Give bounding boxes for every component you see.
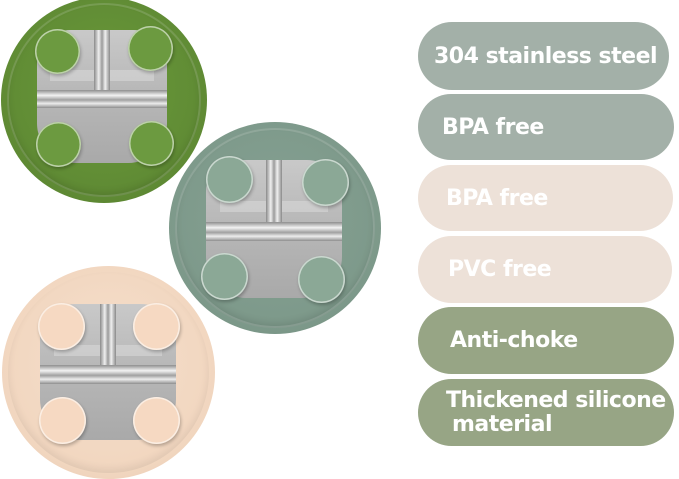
suction-foot xyxy=(201,253,248,300)
suction-foot xyxy=(206,156,253,203)
feature-pill-bpa-free-2: BPA free xyxy=(418,165,673,231)
product-plate-green xyxy=(1,0,207,203)
feature-pill-bpa-free: BPA free xyxy=(418,94,674,160)
feature-label: BPA free xyxy=(442,114,544,140)
feature-pill-pvc-free: PVC free xyxy=(418,236,672,303)
suction-foot xyxy=(39,397,86,444)
feature-label: Anti-choke xyxy=(450,328,578,353)
product-plate-sage xyxy=(169,122,381,334)
suction-foot xyxy=(298,256,345,303)
feature-pill-stainless-steel: 304 stainless steel xyxy=(418,22,669,90)
suction-foot xyxy=(36,122,81,167)
feature-pill-thickened-silicone: Thickened silicone material xyxy=(418,379,674,446)
suction-foot xyxy=(133,303,180,350)
feature-label: PVC free xyxy=(448,257,552,282)
feature-label: 304 stainless steel xyxy=(434,43,658,69)
suction-foot xyxy=(128,26,173,71)
product-plate-peach xyxy=(2,266,215,479)
suction-foot xyxy=(129,121,174,166)
feature-pill-anti-choke: Anti-choke xyxy=(418,307,674,374)
suction-foot xyxy=(302,159,349,206)
feature-label: BPA free xyxy=(446,185,548,211)
feature-label: Thickened silicone xyxy=(446,387,666,413)
suction-foot xyxy=(35,29,80,74)
suction-foot xyxy=(133,397,180,444)
suction-foot xyxy=(38,303,85,350)
feature-label-line2: material xyxy=(452,411,552,437)
